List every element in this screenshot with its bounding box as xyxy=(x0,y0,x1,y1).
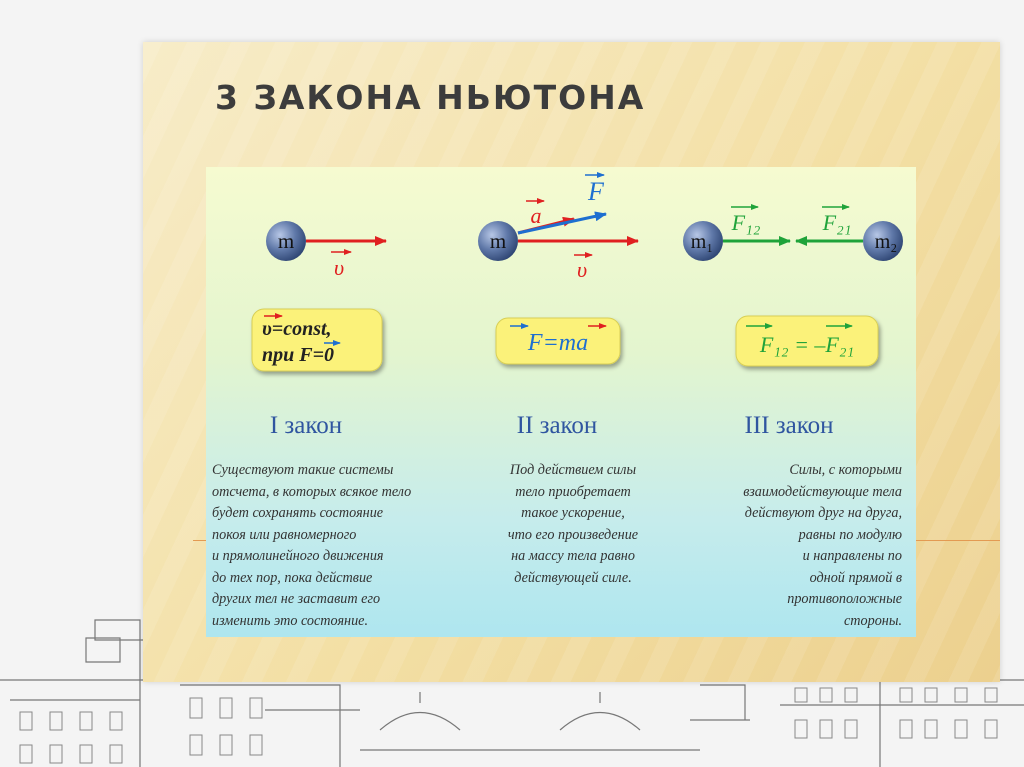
law-text-line: что его произведение xyxy=(507,526,639,543)
law-text-line: стороны. xyxy=(843,612,902,629)
law-text-line: действуют друг на друга, xyxy=(744,505,902,521)
law-text-line: отсчета, в которых всякое тело xyxy=(212,483,412,500)
mass-label: m₂ xyxy=(875,231,898,253)
law-3-title: III закон xyxy=(744,412,834,439)
mass-ball-icon xyxy=(683,221,723,261)
formula-line: υ=const, xyxy=(262,318,332,340)
formula-box-law-1: υ=const, при F=0 xyxy=(251,308,383,372)
law-text-line: до тех пор, пока действие xyxy=(212,569,373,586)
law-text-line: одной прямой в xyxy=(809,569,902,586)
law-text-line: изменить это состояние. xyxy=(212,612,369,629)
law-text-line: Существуют такие системы xyxy=(212,462,394,478)
law-2-title: II закон xyxy=(516,412,598,439)
mass-label: m₁ xyxy=(691,231,714,253)
law-1-title: I закон xyxy=(269,412,343,439)
slide: 3 ЗАКОНА НЬЮТОНА m xyxy=(143,42,1000,682)
mass-ball-icon xyxy=(863,221,903,261)
law-text-line: Силы, с которыми xyxy=(789,462,902,478)
formula-text: F=ma xyxy=(527,330,588,356)
law-text-line: других тел не заставит его xyxy=(212,591,381,607)
newton-laws-picture: m υ m a F υ m₁ m₂ F₁₂ F₂₁ xyxy=(206,167,916,637)
law-text-line: и прямолинейного движения xyxy=(212,548,384,564)
force-label: F₂₁ xyxy=(822,210,852,235)
force-label: F xyxy=(587,177,605,206)
newton-laws-diagram: m υ m a F υ m₁ m₂ F₁₂ F₂₁ xyxy=(251,172,903,372)
mass-label: m xyxy=(278,229,294,253)
mass-ball-icon xyxy=(478,221,518,261)
formula-text: F₁₂ = –F₂₁ xyxy=(759,332,854,357)
formula-line: при F=0 xyxy=(262,344,334,366)
law-text-line: на массу тела равно xyxy=(511,548,635,564)
acceleration-label: a xyxy=(531,203,542,228)
law-text-line: действующей силе. xyxy=(514,569,632,586)
law-text-line: взаимодействующие тела xyxy=(743,483,902,500)
mass-label: m xyxy=(490,229,506,253)
slide-title: 3 ЗАКОНА НЬЮТОНА xyxy=(215,78,646,117)
law-text-line: такое ускорение, xyxy=(521,505,625,521)
force-arrow-icon xyxy=(517,211,607,235)
velocity-label: υ xyxy=(334,255,344,280)
law-text-line: будет сохранять состояние xyxy=(212,505,384,521)
law-2-text: Под действием силы тело приобретает тако… xyxy=(478,460,668,589)
mass-ball-icon xyxy=(266,221,306,261)
law-text-line: противоположные xyxy=(787,591,902,607)
law-3-text: Силы, с которыми взаимодействующие тела … xyxy=(684,460,902,632)
law-text-line: покоя или равномерного xyxy=(212,526,357,543)
law-text-line: тело приобретает xyxy=(515,483,631,500)
formula-box-law-2: F=ma xyxy=(495,317,621,365)
law-1-text: Существуют такие системы отсчета, в кото… xyxy=(212,460,462,632)
force-label: F₁₂ xyxy=(731,210,761,235)
law-text-line: и направлены по xyxy=(802,548,902,564)
law-text-line: Под действием силы xyxy=(509,462,637,478)
velocity-label: υ xyxy=(577,257,587,282)
formula-box-law-3: F₁₂ = –F₂₁ xyxy=(735,315,879,367)
law-text-line: равны по модулю xyxy=(798,526,902,543)
